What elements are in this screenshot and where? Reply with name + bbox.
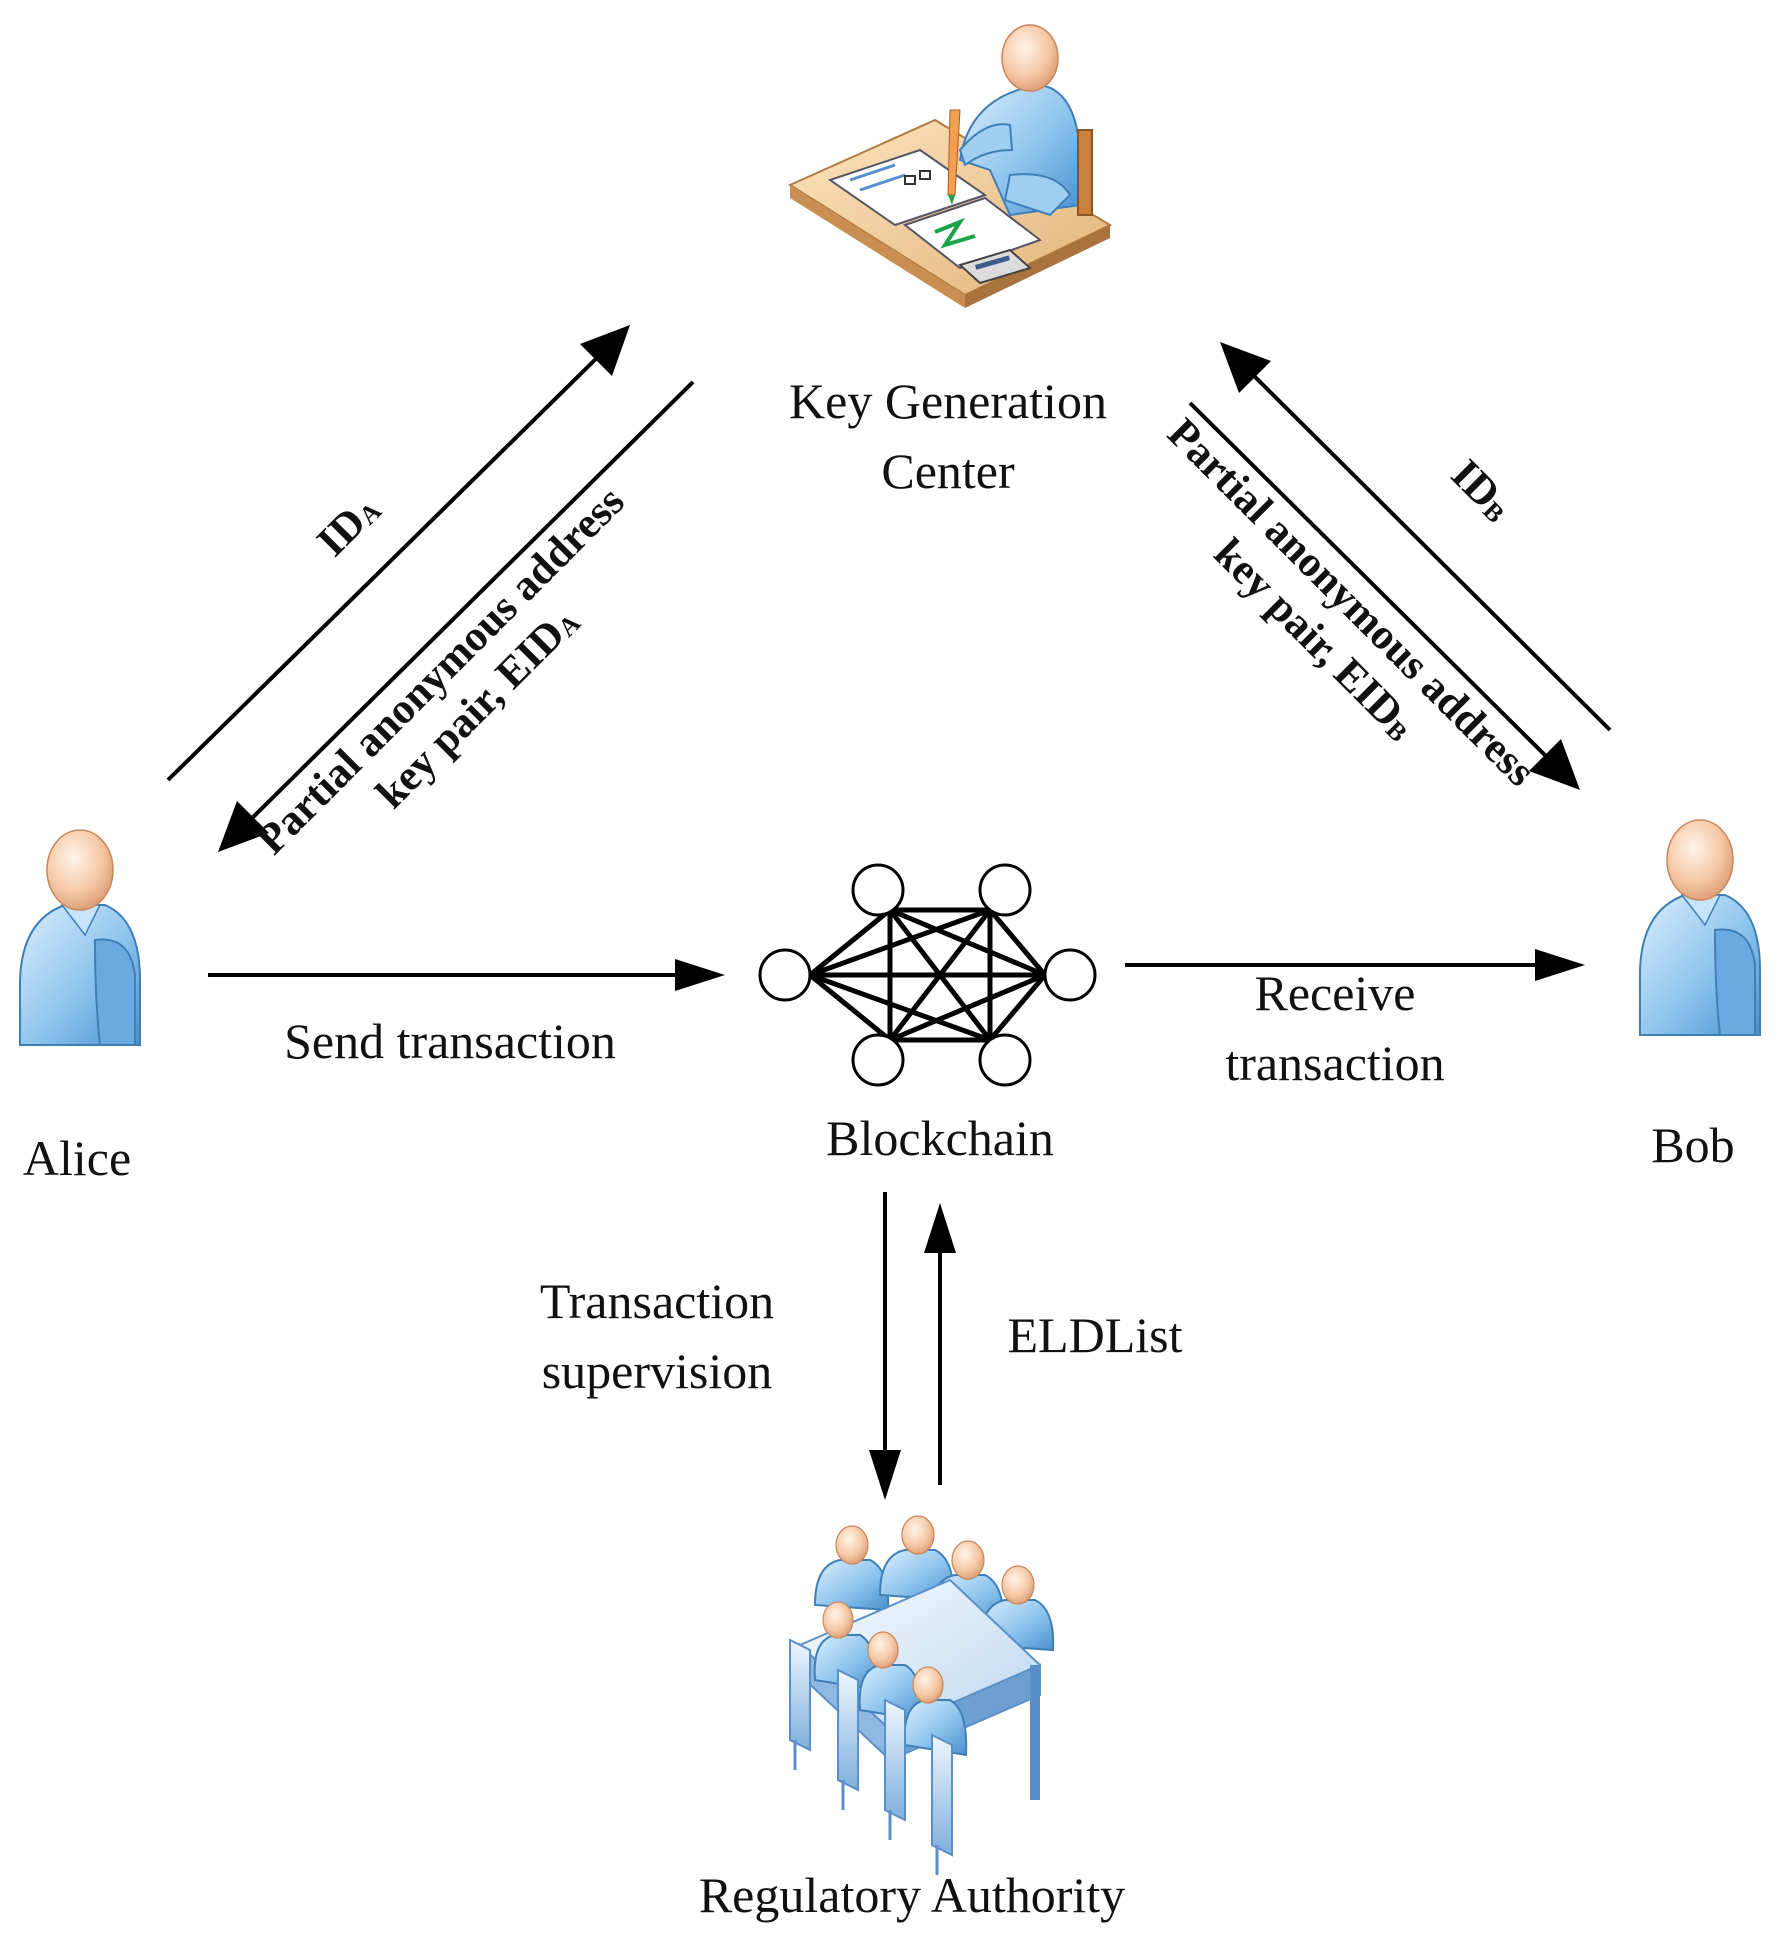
svg-text:IDA: IDA — [308, 485, 388, 565]
blockchain-label: Blockchain — [826, 1110, 1054, 1166]
kgc-label-line2: Center — [881, 443, 1015, 499]
arrow-bob-to-kgc — [1220, 342, 1612, 732]
kgc-to-alice-label: Partial anonymous address key pair, EIDA — [248, 478, 634, 864]
arrow-kgc-to-alice — [218, 380, 695, 852]
kgc-to-alice-line1: Partial anonymous address — [248, 478, 634, 864]
transaction-supervision-label-line1: Transaction — [540, 1273, 774, 1329]
arrow-alice-to-kgc — [166, 325, 630, 782]
receive-transaction-label-line2: transaction — [1225, 1035, 1444, 1091]
arrow-alice-to-blockchain — [208, 959, 725, 991]
regulatory-authority-icon — [789, 1515, 1055, 1875]
arrow-regulator-to-blockchain — [924, 1203, 956, 1485]
arrow-blockchain-to-bob — [1125, 949, 1585, 981]
kgc-label-line1: Key Generation — [789, 373, 1107, 429]
blockchain-network-icon — [758, 863, 1097, 1087]
key-generation-center-icon — [787, 24, 1113, 308]
id-b-label: IDB — [1442, 451, 1521, 530]
arrow-kgc-to-bob — [1188, 401, 1580, 790]
regulator-label: Regulatory Authority — [699, 1867, 1125, 1923]
bob-label: Bob — [1651, 1117, 1734, 1173]
alice-avatar-icon — [19, 829, 141, 1046]
send-transaction-label: Send transaction — [284, 1013, 616, 1069]
arrow-blockchain-to-regulator — [869, 1192, 901, 1500]
receive-transaction-label-line1: Receive — [1254, 965, 1415, 1021]
eldlist-label: ELDList — [1008, 1307, 1183, 1363]
alice-label: Alice — [23, 1130, 131, 1186]
transaction-supervision-label-line2: supervision — [542, 1343, 773, 1399]
bob-avatar-icon — [1639, 819, 1761, 1036]
svg-text:IDB: IDB — [1442, 451, 1521, 530]
id-a-label: IDA — [308, 485, 388, 565]
